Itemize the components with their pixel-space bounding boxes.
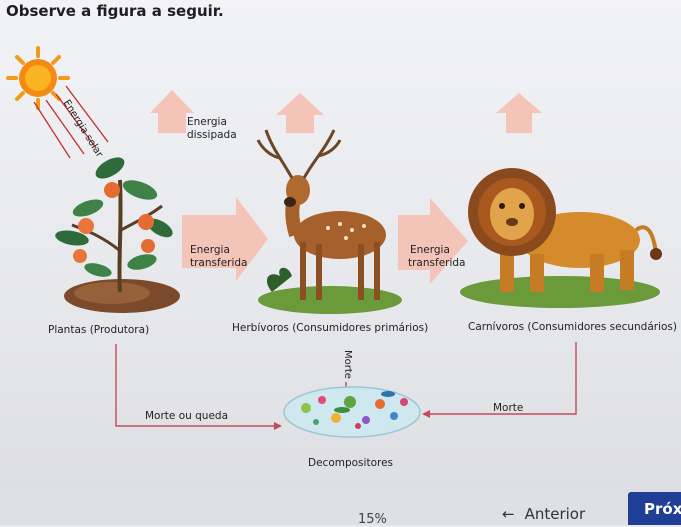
previous-button[interactable]: ← Anterior (502, 503, 585, 525)
energy-transfer-right-line1: Energia (410, 244, 450, 256)
death-or-fall-label: Morte ou queda (145, 410, 229, 422)
energy-dissipated-label-line1: Energia (187, 116, 227, 128)
carnivores-label: Carnívoros (Consumidores secundários) (468, 321, 677, 333)
energy-dissipated-label-line2: dissipada (187, 129, 237, 141)
progress-percentage: 15% (358, 512, 387, 527)
arrowhead-left-to-decomposers (274, 422, 282, 430)
sun-icon (6, 46, 70, 110)
energy-dissipated-arrow-herbivores (276, 93, 324, 133)
food-chain-figure: Energia solar Energia dissipada Energia … (0, 30, 681, 480)
herbivores-label: Herbívoros (Consumidores primários) (232, 322, 429, 334)
decomposers-illustration (283, 386, 421, 438)
solar-rays (33, 85, 109, 159)
death-right-label: Morte (493, 402, 524, 414)
arrow-left-icon: ← (502, 505, 515, 523)
next-button[interactable]: Próxi (628, 492, 681, 525)
question-text: Observe a figura a seguir. (6, 2, 224, 20)
energy-transfer-left-line1: Energia (190, 244, 230, 256)
lion-illustration (460, 168, 662, 308)
energy-dissipated-arrow-plants (150, 90, 194, 133)
decomposers-label: Decompositores (308, 457, 394, 469)
death-vertical-label: Morte (342, 350, 353, 379)
previous-button-label: Anterior (524, 505, 586, 523)
next-button-label: Próxi (644, 499, 681, 518)
footer-bar (0, 492, 681, 525)
energy-transfer-arrow-right (398, 198, 468, 284)
energy-transfer-arrow-left (182, 197, 268, 281)
producers-label: Plantas (Produtora) (48, 324, 150, 336)
plant-illustration (55, 157, 180, 313)
energy-transfer-left-line2: transferida (190, 257, 248, 269)
energy-transfer-right-line2: transferida (408, 257, 466, 269)
energy-dissipated-arrow-carnivores (496, 93, 542, 133)
deer-illustration (256, 129, 402, 314)
arrowhead-right-to-decomposers (422, 410, 430, 418)
